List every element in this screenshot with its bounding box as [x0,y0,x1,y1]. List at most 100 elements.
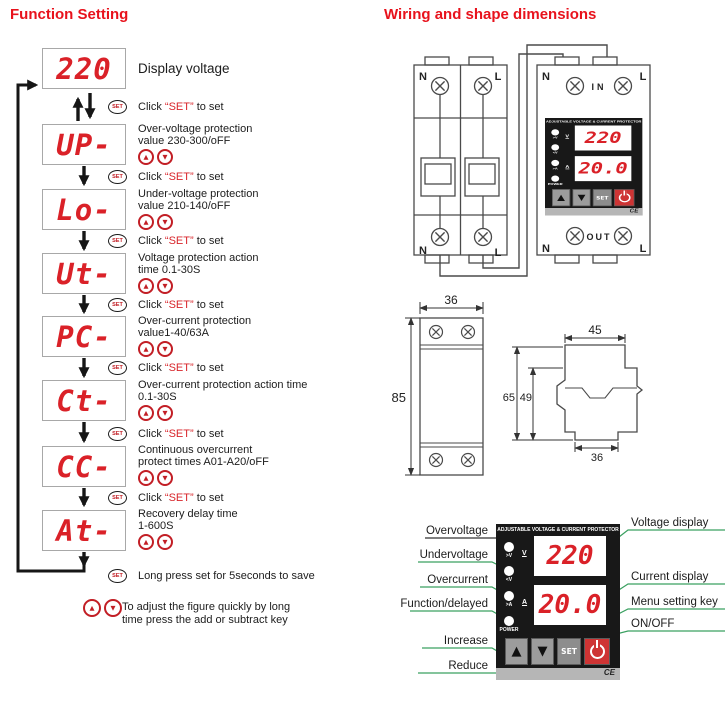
label-menu-setting-key: Menu setting key [631,596,718,608]
set-button-icon: SET [108,100,127,114]
increase-icon: ▲ [138,534,154,550]
click-set-note: Click “SET” to set [138,171,224,183]
dimension-drawings: 36 85 45 65 49 36 [392,293,644,476]
terminal-label-l: L [495,71,502,83]
voltage-display: 220 [574,125,632,151]
decrease-icon: ▼ [157,341,173,357]
down-triangle-icon: ▼ [537,644,548,659]
decrease-icon: ▼ [157,149,173,165]
power-icon [618,190,631,203]
increase-icon: ▲ [138,470,154,486]
panel-title: ADJUSTABLE VOLTAGE & CURRENT PROTECTOR [497,527,619,533]
step-description: Display voltage [138,61,230,76]
decrease-icon: ▼ [104,599,122,617]
adjust-note: To adjust the figure quickly by long tim… [122,601,291,626]
decrease-icon: ▼ [157,470,173,486]
label-current-display: Current display [631,571,709,583]
decrease-icon: ▼ [157,214,173,230]
add-subtract-keys: ▲ ▼ [83,599,122,617]
decrease-icon: ▼ [157,278,173,294]
set-button-icon: SET [108,361,127,375]
led-label: >V [552,136,558,140]
led-label: POWER [547,182,563,187]
screw-icon [460,324,476,340]
current-display: 20.0 [574,156,632,182]
front-view: 36 85 [392,293,484,476]
circuit-breaker [413,56,508,264]
label-on-off: ON/OFF [631,618,675,630]
label-reduce: Reduce [448,660,488,672]
dim-depth-total: 65 [503,392,515,404]
label-overvoltage: Overvoltage [425,525,488,537]
screw-icon [428,452,444,468]
terminal-label-l: L [495,247,502,259]
side-view: 45 65 49 36 [503,323,644,464]
loop-back-arrow [16,79,86,573]
device-front-panel-small: ADJUSTABLE VOLTAGE & CURRENT PROTECTOR >… [545,118,643,216]
screw-terminal [613,76,633,96]
click-set-note: Click “SET” to set [138,492,224,504]
click-set-note: Click “SET” to set [138,101,224,113]
undervoltage-led [551,144,560,151]
label-increase: Increase [443,635,488,647]
set-button-icon: SET [108,427,127,441]
leader-overcurrent [420,586,507,596]
screw-terminal [473,227,493,247]
label-voltage-display: Voltage display [631,517,709,529]
current-display: 20.0 [534,585,606,625]
display-box-up: UP- [42,124,126,165]
increase-icon: ▲ [138,278,154,294]
click-set-note: Click “SET” to set [138,299,224,311]
screw-icon [460,452,476,468]
overvoltage-led [504,542,514,552]
set-button-icon: SET [108,569,127,583]
terminal-label-n: N [419,245,427,257]
decrease-icon: ▼ [157,405,173,421]
panel-title: ADJUSTABLE VOLTAGE & CURRENT PROTECTOR [545,119,642,124]
terminal-label-n: N [542,71,550,83]
breaker-toggle [420,157,456,197]
function-setting-title: Function Setting [10,6,129,23]
click-set-note: Click “SET” to set [138,362,224,374]
overcurrent-led [551,159,560,167]
display-box-at: At- [42,510,126,551]
breaker-toggle [464,157,500,197]
set-button-icon: SET [108,234,127,248]
ce-mark: CE [603,668,615,677]
power-button [614,189,635,207]
label-undervoltage: Undervoltage [419,549,488,561]
set-button-icon: SET [108,298,127,312]
increase-icon: ▲ [138,405,154,421]
overvoltage-led [551,129,560,136]
flowchart-arrows [16,79,96,573]
increase-icon: ▲ [138,214,154,230]
dim-height: 85 [392,390,406,405]
leader-undervoltage [418,561,509,571]
down-triangle-icon: ▼ [577,193,586,203]
screw-terminal [565,226,585,246]
dim-depth-body: 49 [520,392,532,404]
ce-mark: CE [629,208,639,214]
display-box-ut: Ut- [42,253,126,294]
display-box-pc: PC- [42,316,126,357]
led-label: >V [505,553,513,559]
screw-terminal [473,76,493,96]
screw-terminal [430,76,450,96]
long-press-note: Long press set for 5seconds to save [138,570,315,582]
led-label: <V [505,577,513,583]
set-button-icon: SET [108,170,127,184]
leader-function [410,610,507,620]
decrease-button: ▼ [531,638,554,665]
increase-icon: ▲ [138,149,154,165]
screw-terminal [430,227,450,247]
amp-unit: A [522,599,528,606]
set-button-icon: SET [108,491,127,505]
screw-icon [428,324,444,340]
led-label: <V [552,151,558,155]
leader-increase [422,647,508,658]
led-label: >A [505,602,513,608]
